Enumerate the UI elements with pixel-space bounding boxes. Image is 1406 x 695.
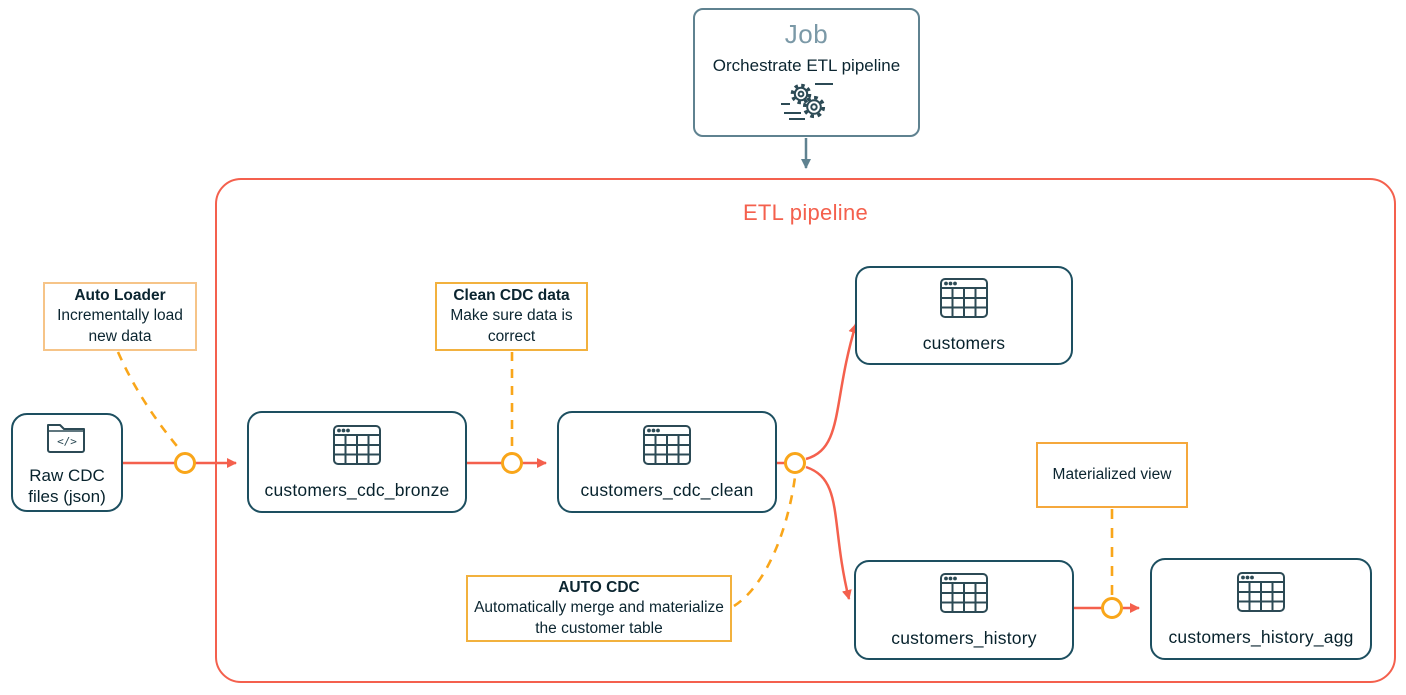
junction-materialized-view	[1101, 597, 1123, 619]
annotation-body: Incrementally load new data	[57, 307, 183, 345]
annotation-clean-cdc-data: Clean CDC data Make sure data is correct	[435, 282, 588, 351]
node-customers-history: customers_history	[854, 560, 1074, 660]
annotation-materialized-view: Materialized view	[1036, 442, 1188, 508]
node-label: customers_history_agg	[1168, 626, 1354, 647]
svg-text:</>: </>	[57, 435, 77, 448]
node-customers-cdc-clean: customers_cdc_clean	[557, 411, 777, 513]
junction-auto-loader	[174, 452, 196, 474]
annotation-auto-loader: Auto Loader Incrementally load new data	[43, 282, 197, 351]
table-icon	[939, 277, 989, 324]
job-subtitle: Orchestrate ETL pipeline	[712, 55, 901, 75]
source-label: Raw CDC files (json)	[28, 465, 106, 506]
link-auto-cdc	[733, 476, 797, 608]
edge-branch-to-customers	[805, 323, 859, 461]
table-icon	[642, 424, 692, 471]
annotation-title: AUTO CDC	[558, 578, 640, 596]
node-customers-history-agg: customers_history_agg	[1150, 558, 1372, 660]
edge-branch-to-history	[805, 465, 852, 600]
annotation-body: Make sure data is correct	[450, 307, 573, 345]
annotation-title: Auto Loader	[74, 286, 166, 304]
etl-pipeline-title: ETL pipeline	[742, 200, 869, 225]
annotation-auto-cdc: AUTO CDC Automatically merge and materia…	[466, 575, 732, 642]
node-label: customers_cdc_bronze	[264, 479, 450, 500]
annotation-title: Materialized view	[1052, 465, 1172, 483]
node-label: customers_cdc_clean	[580, 479, 754, 500]
junction-clean-cdc	[501, 452, 523, 474]
node-customers: customers	[855, 266, 1073, 365]
annotation-body: Automatically merge and materialize the …	[474, 599, 724, 637]
node-label: customers	[922, 333, 1006, 353]
job-box: Job Orchestrate ETL pipeline	[693, 8, 920, 137]
junction-auto-cdc	[784, 452, 806, 474]
gears-icon	[779, 80, 835, 127]
annotation-title: Clean CDC data	[453, 286, 570, 304]
job-title: Job	[784, 18, 829, 49]
link-auto-loader	[116, 351, 182, 452]
node-raw-cdc-files: </> Raw CDC files (json)	[11, 413, 123, 512]
table-icon	[939, 572, 989, 619]
node-label: customers_history	[891, 627, 1037, 648]
table-icon	[332, 424, 382, 471]
node-customers-cdc-bronze: customers_cdc_bronze	[247, 411, 467, 513]
code-folder-icon: </>	[44, 418, 90, 459]
table-icon	[1236, 571, 1286, 618]
